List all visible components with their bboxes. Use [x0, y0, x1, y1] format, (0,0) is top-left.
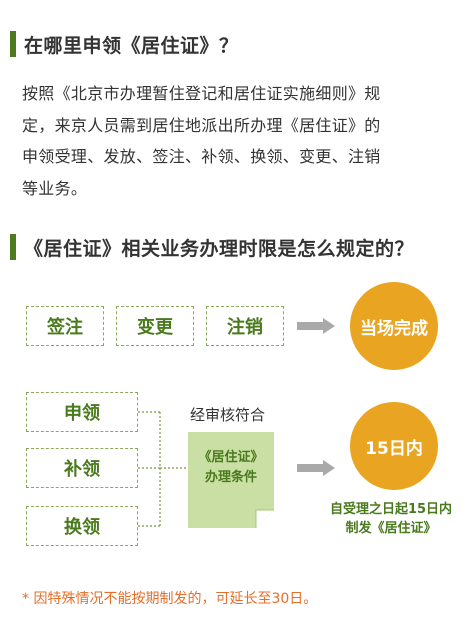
section-title-text: 《居住证》相关业务办理时限是怎么规定的？: [24, 237, 415, 260]
section-accent-bar: [10, 234, 16, 260]
result-circle-15days: 15日内: [350, 402, 438, 490]
paragraph-line: 申领受理、发放、签注、补领、换领、变更、注销: [22, 147, 381, 166]
section-accent-bar: [10, 31, 16, 57]
result-note-line: 制发《居住证》: [345, 521, 437, 536]
item-box-biangeng: 变更: [116, 306, 194, 346]
document-line: 办理条件: [204, 470, 257, 485]
paragraph-line: 定，来京人员需到居住地派出所办理《居住证》的: [22, 115, 381, 135]
footnote: * 因特殊情况不能按期制发的，可延长至30日。: [22, 591, 318, 607]
result-note: 自受理之日起15日内 制发《居住证》: [316, 500, 466, 538]
item-box-huanling: 换领: [26, 506, 138, 546]
bracket-connector: [138, 411, 188, 527]
right-arrow-icon: [297, 318, 335, 334]
item-box-qianzhu: 签注: [26, 306, 104, 346]
document-line: 《居住证》: [198, 450, 264, 465]
item-box-shenling: 申领: [26, 392, 138, 432]
right-arrow-icon: [297, 460, 335, 476]
document-icon: [188, 432, 274, 528]
section-title-text: 在哪里申领《居住证》？: [24, 34, 239, 57]
paragraph-line: 等业务。: [22, 178, 88, 198]
paragraph-line: 按照《北京市办理暂住登记和居住证实施细则》规: [22, 84, 381, 103]
section-title-timelimit: 《居住证》相关业务办理时限是怎么规定的？: [10, 232, 414, 262]
intro-paragraph: 按照《北京市办理暂住登记和居住证实施细则》规 定，来京人员需到居住地派出所办理《…: [22, 78, 442, 204]
document-text: 《居住证》 办理条件: [188, 448, 274, 488]
item-box-buling: 补领: [26, 448, 138, 488]
section-title-where: 在哪里申领《居住证》？: [10, 29, 239, 59]
item-box-zhuxiao: 注销: [206, 306, 284, 346]
result-note-line: 自受理之日起15日内: [329, 502, 453, 517]
result-circle-immediate: 当场完成: [350, 282, 438, 370]
condition-label: 经审核符合: [190, 406, 266, 424]
